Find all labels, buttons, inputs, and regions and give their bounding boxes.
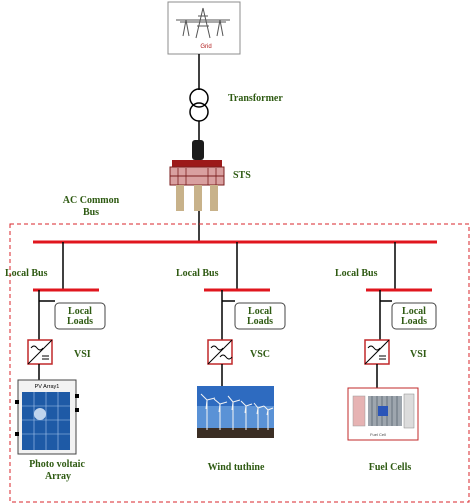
converter-icon <box>207 339 233 365</box>
inverter-icon <box>27 339 53 365</box>
grid-block: Grid <box>167 1 241 55</box>
ac-bus-label-line2: Bus <box>83 207 99 218</box>
fuel-cell-image: Fuel Cell <box>347 387 419 441</box>
branch-pv: Local Bus Local Loads VSI PV Array1 <box>5 242 106 482</box>
local-loads-line1: Local <box>248 306 272 317</box>
transformer-icon <box>189 88 209 122</box>
pv-array-block: PV Array1 <box>15 379 79 455</box>
source-caption-line1: Wind tuthine <box>208 462 265 473</box>
source-caption-line1: Fuel Cells <box>369 462 412 473</box>
branch-fuel-cell: Local Bus Local Loads VSI <box>335 242 437 473</box>
grid-label: Grid <box>200 44 211 50</box>
converter-label: VSC <box>250 349 270 360</box>
wind-farm-image <box>197 386 274 438</box>
source-caption-line1: Photo voltaic <box>29 459 85 470</box>
pv-block-label: PV Array1 <box>35 384 60 390</box>
local-loads-line1: Local <box>68 306 92 317</box>
ac-bus-label-line1: AC Common <box>63 195 120 206</box>
local-bus-label: Local Bus <box>335 268 378 279</box>
local-loads-box <box>391 302 437 330</box>
wind-turbine-icon <box>200 393 274 430</box>
source-caption-line2: Array <box>45 471 71 482</box>
transformer-label: Transformer <box>228 93 283 104</box>
local-loads-line2: Loads <box>401 316 427 327</box>
local-loads-line2: Loads <box>67 316 93 327</box>
local-loads-box <box>54 302 106 330</box>
local-loads-box <box>234 302 286 330</box>
fuel-cell-block-label: Fuel Cell <box>370 432 386 437</box>
fuel-cell-stack-icon <box>368 396 402 426</box>
local-loads-line2: Loads <box>247 316 273 327</box>
converter-label: VSI <box>74 349 91 360</box>
sts-label: STS <box>233 170 251 181</box>
inverter-icon <box>364 339 390 365</box>
local-bus-label: Local Bus <box>176 268 219 279</box>
sts-switch-icon <box>169 140 225 211</box>
branch-wind: Local Bus Local Loads VSC <box>176 242 286 473</box>
local-loads-line1: Local <box>402 306 426 317</box>
local-bus-label: Local Bus <box>5 268 48 279</box>
microgrid-boundary <box>9 223 470 503</box>
converter-label: VSI <box>410 349 427 360</box>
grid-tower-icon <box>176 7 230 39</box>
